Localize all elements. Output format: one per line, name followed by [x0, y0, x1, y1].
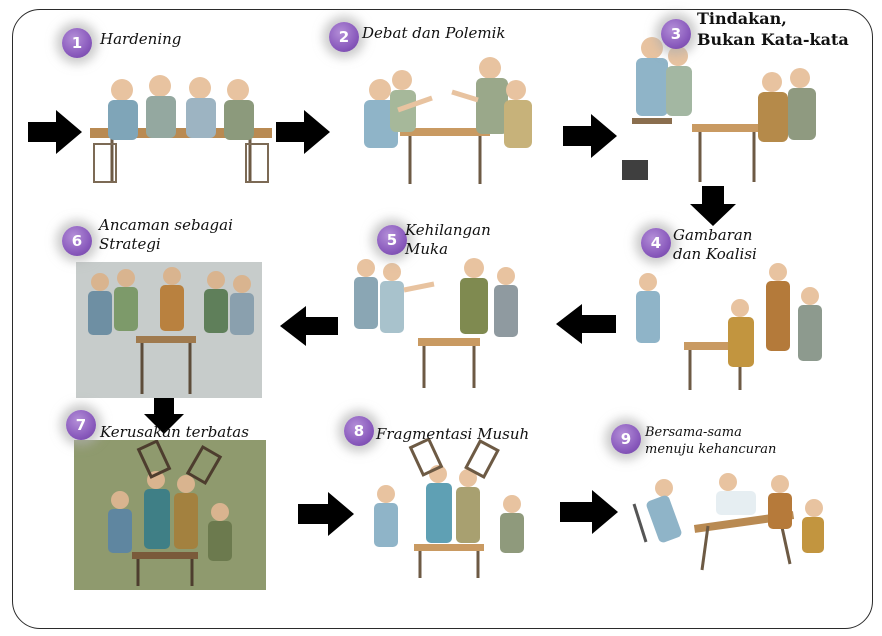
step-1-title: Hardening	[100, 30, 181, 49]
step-1-illustration	[82, 60, 280, 188]
step-8-title: Fragmentasi Musuh	[376, 425, 529, 444]
step-9-title-line-2: menuju kehancuran	[645, 442, 777, 457]
step-3-title-line-1: Tindakan,	[697, 9, 787, 28]
step-2-illustration	[340, 50, 540, 188]
step-9-illustration	[624, 458, 838, 578]
step-5-title-line-1: Kehilangan	[405, 221, 491, 239]
step-7-title: Kerusakan terbatas	[100, 423, 249, 442]
step-9-number-badge: 9	[611, 424, 641, 454]
step-4-title-line-1: Gambaran	[673, 226, 753, 244]
arrow-right-icon	[298, 492, 354, 536]
arrow-right-icon	[276, 110, 330, 154]
step-3-title-line-2: Bukan Kata-kata	[697, 30, 849, 49]
step-6-title-line-1: Ancaman sebagai	[99, 216, 233, 234]
step-3-number-badge: 3	[661, 19, 691, 49]
step-9-title: Bersama-sama menuju kehancuran	[645, 424, 776, 458]
step-8-number-badge: 8	[344, 416, 374, 446]
step-6-title: Ancaman sebagai Strategi	[99, 216, 233, 254]
arrow-right-icon	[563, 114, 617, 158]
step-5-title: Kehilangan Muka	[405, 221, 491, 259]
arrow-right-icon	[560, 490, 618, 534]
step-9-title-line-1: Bersama-sama	[645, 425, 742, 440]
step-4-title-line-2: dan Koalisi	[673, 245, 757, 263]
arrow-down-icon	[690, 186, 736, 226]
step-3-title: Tindakan, Bukan Kata-kata	[697, 8, 849, 50]
step-4-title: Gambaran dan Koalisi	[673, 226, 757, 264]
step-7-title-line-1: Kerusakan terbatas	[100, 423, 249, 441]
step-7-number-badge: 7	[66, 410, 96, 440]
step-5-number-badge: 5	[377, 225, 407, 255]
arrow-left-icon	[280, 306, 338, 346]
arrow-left-icon	[556, 304, 616, 344]
step-5-title-line-2: Muka	[405, 240, 449, 258]
step-6-title-line-2: Strategi	[99, 235, 161, 253]
step-2-title-line-1: Debat dan Polemik	[362, 24, 506, 42]
step-4-number-badge: 4	[641, 228, 671, 258]
step-2-title: Debat dan Polemik	[362, 24, 506, 43]
arrow-right-icon	[28, 110, 82, 154]
arrow-down-icon	[144, 398, 184, 434]
step-8-title-line-1: Fragmentasi Musuh	[376, 425, 530, 443]
step-5-illustration	[344, 250, 542, 392]
step-6-illustration	[76, 262, 262, 398]
step-4-illustration	[622, 262, 834, 394]
step-1-title-line-1: Hardening	[100, 30, 182, 48]
step-8-illustration	[352, 438, 548, 580]
step-7-illustration	[74, 440, 266, 590]
step-1-number-badge: 1	[62, 28, 92, 58]
step-6-number-badge: 6	[62, 226, 92, 256]
step-3-illustration	[612, 22, 840, 188]
step-2-number-badge: 2	[329, 22, 359, 52]
